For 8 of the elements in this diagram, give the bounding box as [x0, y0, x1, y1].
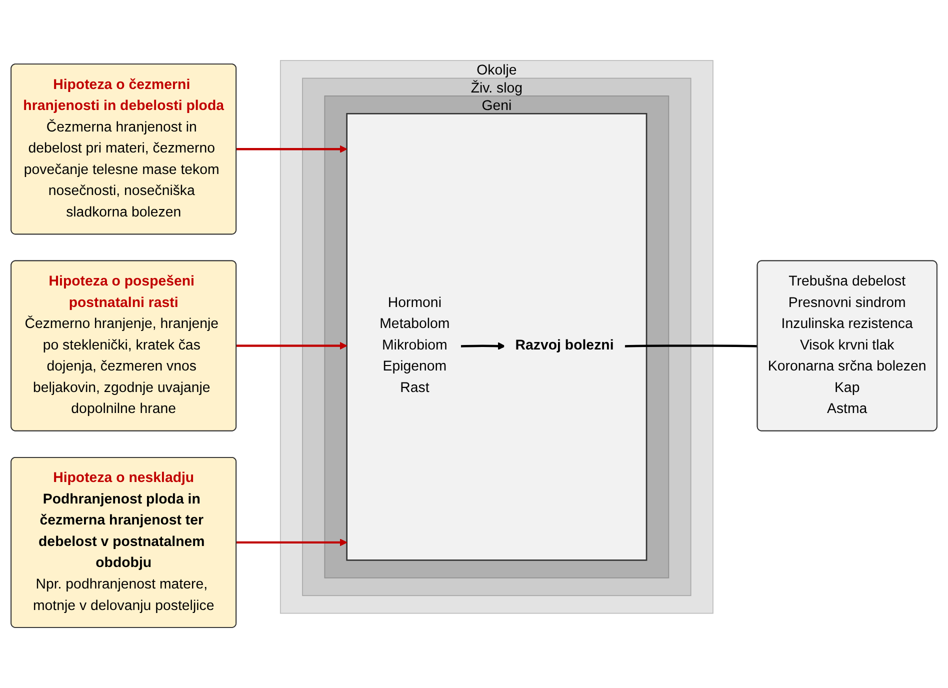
arrow: [236, 145, 348, 153]
arrow: [460, 342, 506, 350]
node-text: Razvoj bolezni: [515, 338, 614, 353]
arrow: [236, 538, 348, 546]
cluster: [346, 113, 648, 561]
connector: [624, 344, 758, 348]
node-text: Hormoni Metabolom Mikrobiom Epigenom Rast: [380, 295, 450, 396]
arrow: [236, 342, 348, 350]
